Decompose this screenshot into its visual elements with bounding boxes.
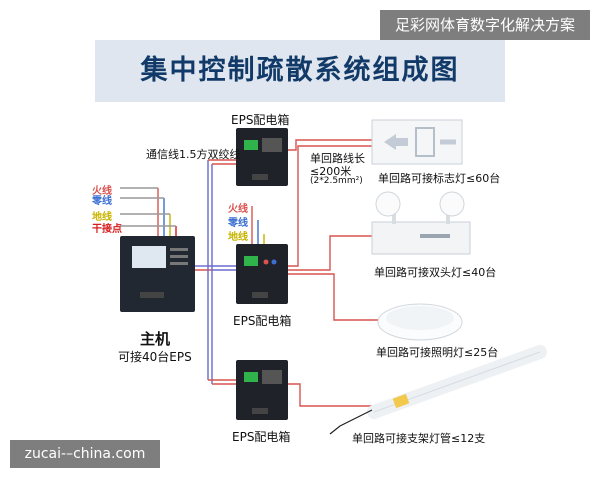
host-unit [120, 236, 195, 312]
wiring [120, 139, 382, 407]
tube-light-icon [329, 345, 547, 435]
host-wire-ground: 地线 [92, 212, 112, 223]
host-wire-dry-contact: 干接点 [92, 224, 122, 235]
loop-length-line2: ≤200米 [310, 165, 352, 178]
host-wire-live: 火线 [92, 186, 112, 197]
twin-head-light-icon [371, 191, 471, 255]
watermark-bottom: zucai-–china.com [10, 440, 160, 468]
diagram-title: 集中控制疏散系统组成图 [140, 55, 460, 86]
eps-box-bottom [236, 360, 288, 420]
exit-sign-icon [371, 119, 463, 165]
loop-length-spec: (2*2.5mm²) [310, 176, 363, 186]
comm-line-label: 通信线1.5方双绞线 [146, 148, 241, 161]
ceiling-light-icon [377, 303, 463, 341]
loop-length-line1: 单回路线长 [310, 152, 365, 165]
eps-mid-wire-ground: 地线 [228, 232, 248, 243]
eps-mid-label: EPS配电箱 [233, 314, 292, 328]
eps-bottom-label: EPS配电箱 [232, 430, 291, 444]
device-label-twin-head: 单回路可接双头灯≤40台 [374, 266, 497, 279]
device-label-exit-sign: 单回路可接标志灯≤60台 [378, 172, 501, 185]
title-band [95, 40, 505, 102]
host-wire-neutral: 零线 [92, 196, 112, 207]
host-capacity: 可接40台EPS [118, 350, 192, 364]
eps-top-label: EPS配电箱 [231, 113, 290, 127]
host-label: 主机 [140, 330, 171, 348]
watermark-top: 足彩网体育数字化解决方案 [380, 10, 590, 40]
device-label-tube: 单回路可接支架灯管≤12支 [352, 432, 486, 445]
eps-box-mid [236, 244, 288, 304]
eps-mid-wire-neutral: 零线 [228, 218, 248, 229]
eps-mid-wire-live: 火线 [228, 204, 248, 215]
eps-box-top [236, 128, 288, 186]
device-label-ceiling: 单回路可接照明灯≤25台 [376, 346, 499, 359]
